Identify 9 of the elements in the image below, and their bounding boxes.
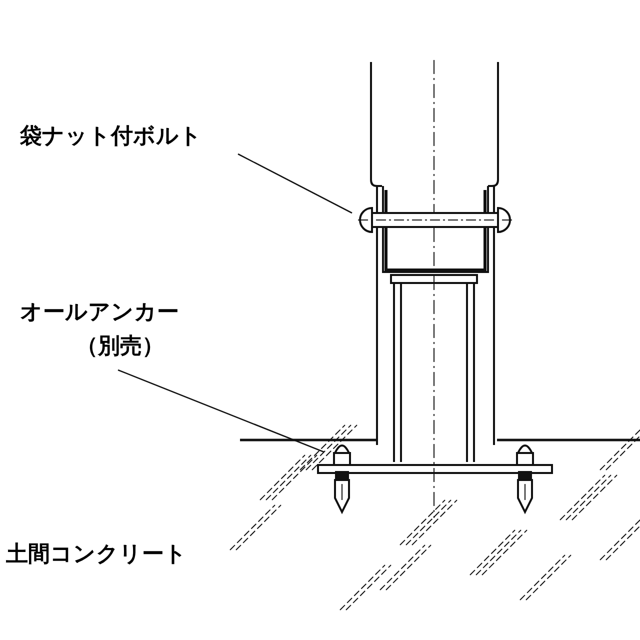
leader-line: [118, 369, 324, 453]
cap-nut-bolt: [358, 207, 512, 233]
leader-line: [238, 153, 352, 214]
material-label: 土間コンクリート: [6, 541, 187, 569]
part-label: オールアンカー: [20, 299, 179, 327]
anchor-bolt: [333, 444, 351, 514]
anchor-bolt: [516, 444, 534, 514]
part-label: （別売）: [76, 333, 164, 361]
part-label: 袋ナット付ボルト: [20, 123, 202, 151]
